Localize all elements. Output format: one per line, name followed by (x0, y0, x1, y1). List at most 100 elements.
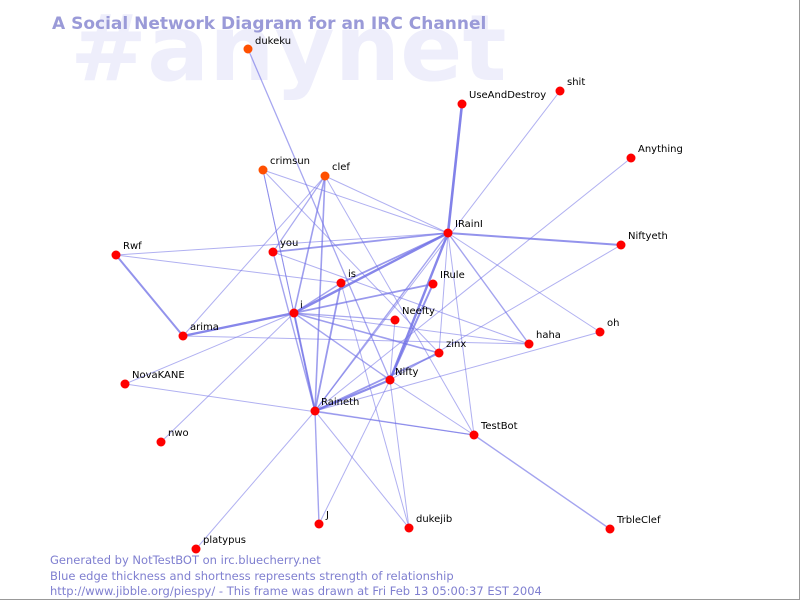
edge-shit-Raineth (314, 90, 561, 412)
node-label: IRule (440, 270, 465, 281)
node-dot (310, 406, 320, 416)
node-label: Rwf (123, 241, 142, 252)
node-label: haha (536, 330, 561, 341)
edge-clef-you (272, 175, 326, 253)
node-platypus: platypus (191, 535, 246, 554)
node-label: UseAndDestroy (469, 90, 546, 101)
node-zinx: zinx (434, 339, 466, 358)
edge-TestBot-TrbleClef (473, 434, 611, 530)
edge-IRainI-Rwf (115, 232, 449, 256)
diagram-title: A Social Network Diagram for an IRC Chan… (52, 14, 486, 34)
node-label: dukeku (255, 36, 291, 47)
node-label: Nifty (395, 367, 419, 378)
node-NovaKANE: NovaKANE (120, 370, 185, 389)
node-nwo: nwo (156, 428, 189, 447)
node-label: is (348, 269, 356, 280)
edge-layer (115, 48, 632, 550)
edge-i-Neefty (293, 312, 396, 321)
edge-i-NovaKANE (124, 312, 295, 385)
node-dot (320, 171, 330, 181)
node-dot (404, 523, 414, 533)
node-dot (289, 308, 299, 318)
edge-UseAndDestroy-IRainI (446, 103, 464, 234)
node-label: you (280, 238, 298, 249)
node-label: dukejib (416, 514, 452, 525)
edge-dukeku-Nifty (247, 48, 391, 381)
node-dot (555, 86, 565, 96)
node-dot (111, 250, 121, 260)
edge-i-arima (182, 311, 295, 338)
edge-clef-i (293, 175, 326, 314)
edge-oh-Raineth (314, 331, 601, 412)
node-dot (120, 379, 130, 389)
node-IRule: IRule (428, 270, 465, 289)
node-label: oh (607, 318, 619, 329)
edge-you-Raineth (272, 251, 316, 412)
node-Rwf: Rwf (111, 241, 142, 260)
node-J: J (314, 510, 329, 529)
node-Niftyeth: Niftyeth (616, 231, 668, 250)
node-TrbleClef: TrbleClef (605, 515, 661, 534)
edge-IRule-i (293, 283, 434, 314)
node-i: i (289, 300, 303, 318)
edge-clef-IRainI (324, 175, 449, 234)
node-label: shit (567, 77, 585, 88)
node-label: Neefty (402, 306, 435, 317)
footer-generator: Generated by NotTestBOT on irc.bluecherr… (50, 553, 321, 567)
node-dot (457, 99, 467, 109)
node-Neefty: Neefty (390, 306, 435, 325)
node-label: Niftyeth (628, 231, 668, 242)
edge-i-zinx (293, 312, 440, 354)
edge-crimsun-IRainI (262, 169, 449, 234)
node-haha: haha (524, 330, 561, 349)
node-label: platypus (203, 535, 246, 546)
edge-IRainI-i (293, 231, 449, 315)
edge-IRainI-Niftyeth (447, 232, 622, 246)
edge-clef-arima (182, 175, 326, 337)
edge-Neefty-Nifty (389, 319, 396, 381)
node-dot (258, 165, 268, 175)
edge-Nifty-TestBot (389, 379, 475, 436)
node-dot (336, 278, 346, 288)
node-dot (268, 247, 278, 257)
node-dot (469, 430, 479, 440)
node-IRainI: IRainI (443, 219, 483, 238)
edge-IRainI-Nifty (388, 232, 450, 381)
node-label: arima (190, 322, 219, 333)
edge-you-haha (272, 251, 530, 345)
node-label: i (300, 300, 303, 311)
node-label: TestBot (480, 421, 518, 432)
node-label: Anything (638, 144, 683, 155)
edge-i-Raineth (293, 312, 316, 412)
edge-is-i (293, 282, 342, 314)
edge-i-nwo (160, 312, 295, 443)
footer-url-timestamp: http://www.jibble.org/piespy/ - This fra… (50, 584, 542, 598)
node-dot (524, 339, 534, 349)
node-label: clef (332, 162, 350, 173)
node-dot (314, 519, 324, 529)
node-dot (243, 44, 253, 54)
node-layer: dukekuUseAndDestroyshitAnythingcrimsuncl… (111, 36, 683, 554)
node-label: nwo (168, 428, 189, 439)
node-label: J (325, 510, 329, 521)
node-label: TrbleClef (616, 515, 661, 526)
edge-Rwf-arima (115, 254, 184, 337)
edge-Raineth-platypus (195, 410, 316, 550)
node-UseAndDestroy: UseAndDestroy (457, 90, 546, 109)
node-dot (616, 240, 626, 250)
node-label: Raineth (321, 397, 359, 408)
channel-watermark: #anynet (70, 0, 507, 102)
node-dot (434, 348, 444, 358)
node-label: IRainI (455, 219, 483, 230)
node-dot (605, 524, 615, 534)
footer-legend: Blue edge thickness and shortness repres… (50, 569, 454, 583)
edge-Nifty-J (318, 379, 391, 525)
edge-clef-TestBot (324, 175, 475, 436)
edge-IRule-Nifty (389, 283, 434, 381)
node-Anything: Anything (626, 144, 683, 163)
edge-clef-Raineth (314, 175, 326, 412)
edge-IRainI-TestBot (447, 232, 475, 436)
node-dot (191, 544, 201, 554)
